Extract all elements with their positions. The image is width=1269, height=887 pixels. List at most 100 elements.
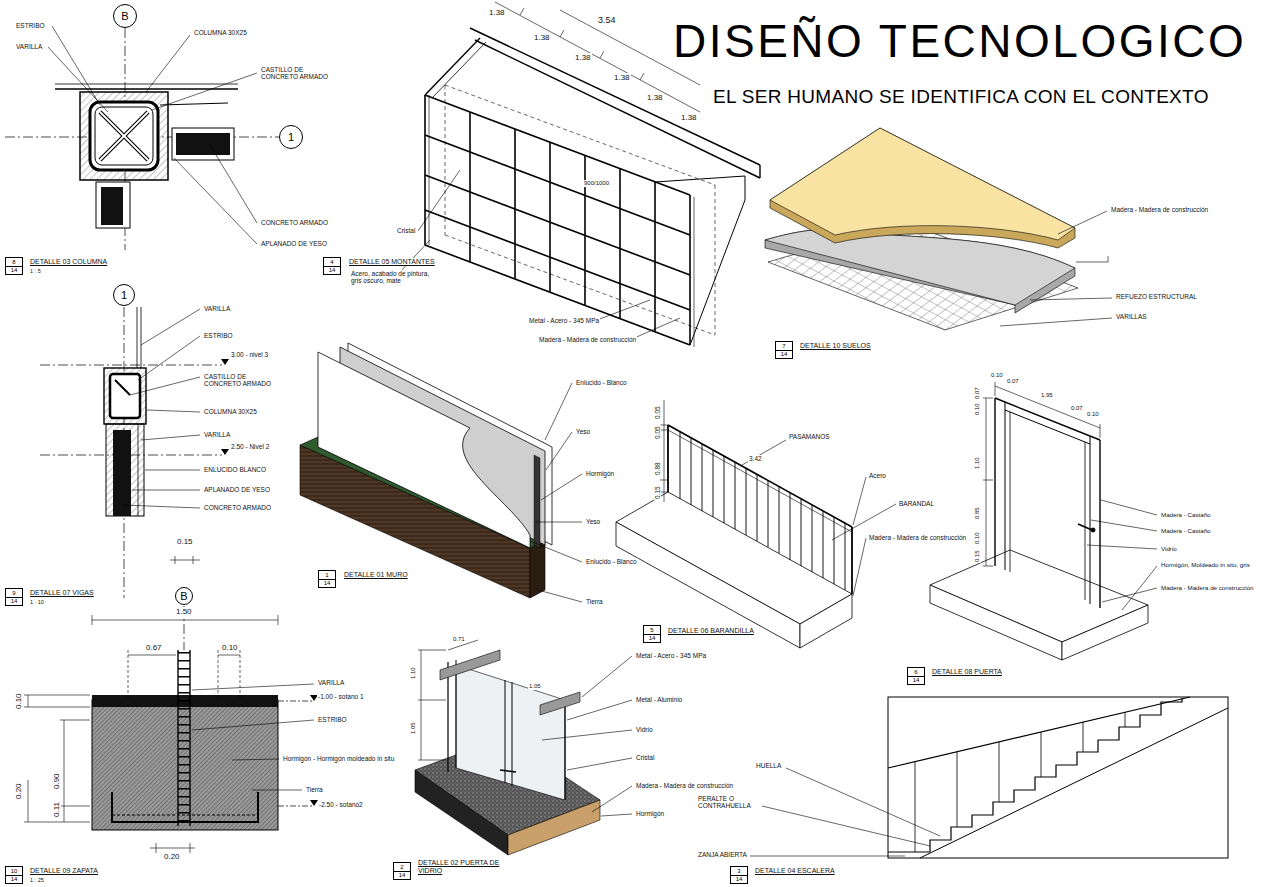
detail-title: DETALLE 06 BARANDILLA: [667, 627, 755, 635]
footing-section-part-part: [156, 843, 157, 853]
detail-title: DETALLE 01 MURO: [343, 571, 409, 579]
callout-label: CONCRETO ARMADO: [203, 504, 272, 511]
curtain-wall-part: [425, 95, 690, 345]
railing-part-part-part: [834, 517, 835, 584]
footing-section-part: [189, 650, 190, 826]
beam-section-part-part: [138, 336, 200, 380]
dimension: 1.95: [1040, 392, 1054, 399]
door-part-part-part: [995, 386, 1100, 428]
door-part-part-part: [1087, 545, 1157, 549]
callout-label: Cristal: [396, 227, 416, 234]
door-part: [983, 382, 1157, 610]
detail-title: DETALLE 07 VIGAS: [29, 589, 95, 597]
beam-section-part: [40, 365, 222, 366]
callout-label: CASTILLO DE CONCRETO ARMADO: [260, 66, 342, 81]
railing-part-part: [668, 425, 852, 527]
dimension: 1.38: [574, 53, 592, 62]
curtain-wall-part: [759, 165, 760, 178]
sheet-number: 8: [6, 259, 22, 267]
dimension: 0.10: [14, 692, 23, 710]
callout-label: BARANDAL: [898, 500, 935, 507]
beam-section-part: [115, 380, 130, 395]
callout-label: Yeso: [585, 518, 601, 525]
callout-label: VARILLA: [15, 43, 43, 50]
curtain-wall-part-part: [425, 135, 690, 235]
glass-door: [415, 640, 632, 855]
dimension: 0.10: [974, 531, 981, 545]
column-plan-part-part: [210, 145, 257, 223]
floor-layers-part: [765, 229, 1075, 313]
callout-label: Hormigón - Hormigón moldeado in situ: [282, 755, 395, 762]
wall-layers-part-part: [546, 432, 572, 470]
beam-section-part-part: [130, 377, 200, 395]
railing-part-part-part: [779, 486, 780, 553]
callout-label: ESTRIBO: [203, 332, 234, 339]
callout-label: Acero: [868, 472, 887, 479]
sheet-title: DISEÑO TECNOLOGICO: [673, 14, 1246, 68]
callout-label: Madera - Castaño: [1160, 511, 1212, 518]
callout-label: CONCRETO ARMADO: [260, 219, 329, 226]
callout-label: VARILLA: [317, 679, 345, 686]
footing-section-part-part: [252, 790, 302, 791]
wall-layers-part: [530, 383, 582, 602]
callout-label: COLUMNA 30X25: [193, 29, 248, 36]
column-plan-part: [176, 133, 230, 155]
beam-section-part: [137, 307, 138, 368]
footing-section-part-part: [193, 556, 194, 564]
detail-tag: 614: [907, 667, 925, 685]
curtain-wall-part-part: [632, 318, 680, 339]
beam-section-part-part: [141, 435, 200, 440]
door-part-part: [1005, 402, 1006, 570]
railing-part: [800, 594, 852, 648]
callout-label: ESTRIBO: [317, 716, 348, 723]
callout-label: Metal - Acero - 345 MPa: [528, 317, 600, 324]
sheet-number: 14: [322, 580, 333, 587]
glass-door-part-part: [418, 650, 446, 651]
stair-section: [750, 697, 1228, 858]
stair-section-part-part: [750, 856, 905, 857]
railing-part-part-part: [735, 462, 736, 529]
dimension: 900/1000: [583, 180, 610, 187]
curtain-wall-part-part: [560, 30, 564, 37]
callout-label: PERALTE O CONTRAHUELLA: [697, 795, 761, 810]
door-part-part-part: [1101, 500, 1157, 515]
callout-label: ZANJA ABIERTA: [697, 851, 748, 858]
callout-label: ENLUCIDO BLANCO: [203, 466, 267, 473]
door-part: [930, 585, 1062, 660]
stair-section-part: [888, 697, 1228, 858]
scale-note: 1 : 10: [29, 599, 45, 605]
grid-letter: B: [121, 11, 128, 22]
column-plan-part: [95, 107, 153, 165]
dimension: 0.15: [176, 537, 194, 546]
floor-layers-part-part: [1000, 318, 1112, 326]
wall-layers-part: [534, 455, 540, 548]
curtain-wall-part: [432, 42, 486, 98]
railing-part: [660, 400, 896, 596]
detail-tag: 314: [730, 866, 748, 884]
railing-part-part-part: [757, 474, 758, 541]
glass-door-part-part: [456, 660, 457, 768]
door: [930, 382, 1157, 660]
footing-section-part-part: [92, 615, 93, 625]
dimension: 0.85: [974, 506, 981, 520]
curtain-wall-part-part: [619, 169, 621, 319]
sheet-number: 10: [6, 868, 22, 876]
door-part-part-part: [986, 398, 987, 566]
sheet-subtitle: EL SER HUMANO SE IDENTIFICA CON EL CONTE…: [713, 86, 1209, 108]
floor-layers-part: [1000, 211, 1112, 326]
glass-door-part-part: [418, 700, 446, 701]
curtain-wall-part-part: [597, 300, 650, 320]
detail-tag: 814: [5, 257, 23, 275]
railing-part-part: [660, 400, 896, 596]
curtain-wall-part: [745, 176, 746, 200]
railing-part-part: [667, 425, 669, 492]
floor-layers-part-part: [1076, 262, 1108, 263]
sheet-number: 7: [776, 343, 792, 351]
callout-label: Hormigón: [585, 470, 615, 477]
column-plan-part-part: [48, 47, 108, 112]
wall-layers-part-part: [541, 474, 582, 500]
footing-section-part-part: [24, 695, 90, 696]
floor-layers: [765, 128, 1112, 330]
curtain-wall-part-part: [520, 8, 524, 15]
beam-section-part: [110, 374, 140, 418]
